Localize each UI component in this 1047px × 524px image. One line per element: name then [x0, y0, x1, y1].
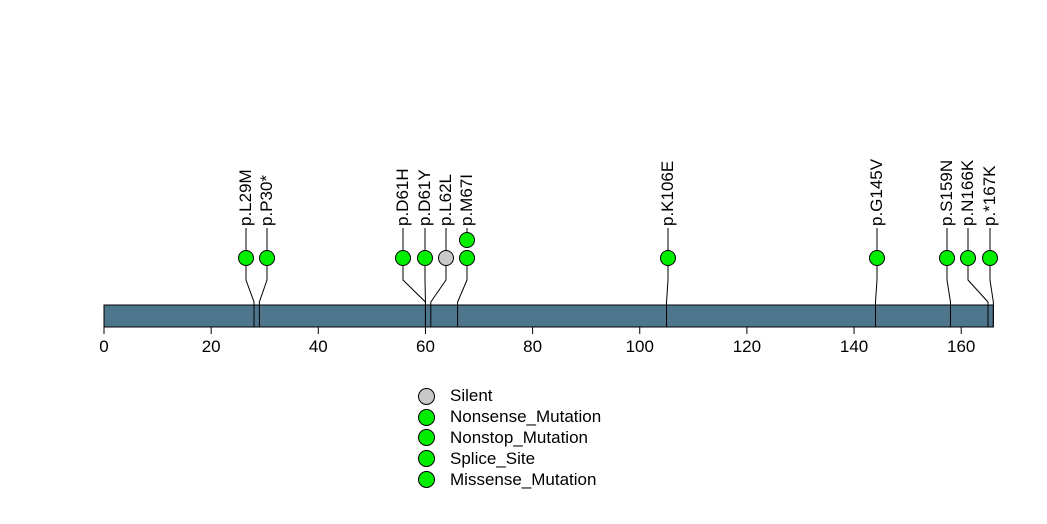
mutation-label: p.K106E	[658, 161, 677, 226]
mutation-label: p.D61Y	[415, 169, 434, 226]
mutation-connector-line	[666, 265, 669, 327]
axis-tick-label: 40	[309, 337, 328, 356]
legend-swatch-circle-icon	[418, 408, 435, 426]
mutation-label: p.L62L	[436, 174, 455, 226]
mutation-connector-line	[874, 265, 878, 327]
mutation-circle	[939, 250, 955, 266]
legend-label: Splice_Site	[450, 448, 536, 468]
mutation-circle	[459, 232, 475, 248]
axis-tick-label: 20	[202, 337, 221, 356]
mutation-connector-line	[430, 265, 447, 327]
mutation-label: p.P30*	[257, 175, 276, 226]
mutation-circle	[417, 250, 433, 266]
mutation-circle	[459, 250, 475, 266]
mutation-label: p.M67I	[457, 174, 476, 226]
mutation-circle	[869, 250, 885, 266]
legend-label: Nonstop_Mutation	[450, 427, 588, 447]
legend-item: Nonstop_Mutation	[418, 428, 601, 449]
legend-swatch-circle-icon	[418, 429, 435, 447]
mutation-circle	[438, 250, 454, 266]
legend-swatch-circle-icon	[418, 387, 435, 405]
mutation-circle	[960, 250, 976, 266]
legend-item: Silent	[418, 386, 601, 407]
mutation-connector-line	[967, 265, 989, 327]
mutation-circle	[395, 250, 411, 266]
mutation-connector-line	[245, 265, 255, 327]
legend-label: Nonsense_Mutation	[450, 407, 602, 427]
mutation-label: p.G145V	[867, 158, 886, 226]
mutation-connector-line	[258, 265, 268, 327]
mutation-circle	[660, 250, 676, 266]
legend-swatch-circle-icon	[418, 471, 435, 489]
mutation-connector-line	[989, 265, 994, 327]
legend-swatch-circle-icon	[418, 450, 435, 468]
axis-tick-label: 100	[626, 337, 654, 356]
axis-tick-label: 140	[840, 337, 868, 356]
mutation-connector-line	[457, 265, 468, 327]
mutation-label: p.*167K	[980, 165, 999, 226]
mutation-circle	[259, 250, 275, 266]
legend-item: Missense_Mutation	[418, 469, 601, 490]
legend-label: Missense_Mutation	[450, 469, 597, 489]
mutation-circle	[982, 250, 998, 266]
axis-tick-label: 120	[733, 337, 761, 356]
axis-tick-label: 80	[523, 337, 542, 356]
axis-tick-label: 60	[416, 337, 435, 356]
axis-tick-label: 0	[99, 337, 108, 356]
mutation-label: p.S159N	[937, 160, 956, 226]
axis-tick-label: 160	[947, 337, 975, 356]
legend-label: Silent	[450, 386, 493, 406]
mutation-connector-line	[946, 265, 951, 327]
legend-item: Nonsense_Mutation	[418, 407, 601, 428]
mutation-label: p.N166K	[958, 159, 977, 226]
mutation-label: p.L29M	[236, 169, 255, 226]
mutation-circle	[238, 250, 254, 266]
mutation-label: p.D61H	[393, 168, 412, 226]
legend-item: Splice_Site	[418, 448, 601, 469]
protein-bar	[103, 304, 994, 328]
